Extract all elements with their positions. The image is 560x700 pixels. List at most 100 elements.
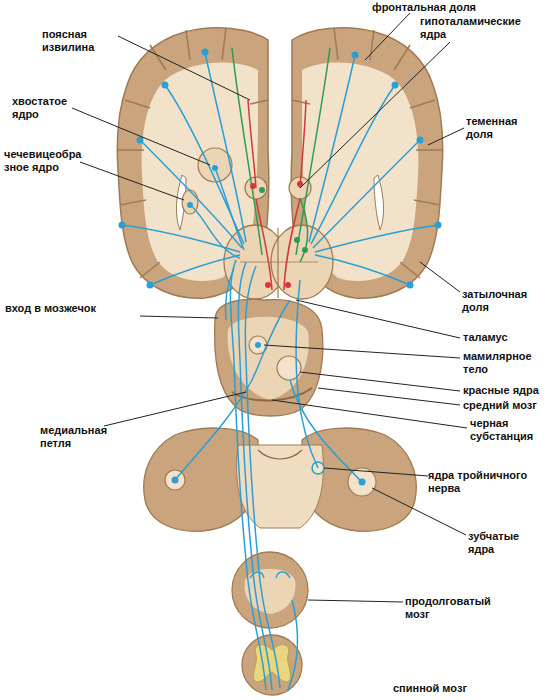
olive-nucleus: [250, 572, 290, 578]
tract-end-dot: [202, 49, 209, 56]
tract-endings: [119, 49, 442, 486]
tract-end-dot: [255, 342, 261, 348]
tract-line: [238, 262, 272, 690]
structure-label: спинной мозг: [393, 682, 513, 695]
leader-line: [118, 36, 250, 100]
sulcus: [250, 100, 268, 104]
structure-label: фронтальная доля: [372, 1, 522, 14]
structure-label: таламус: [463, 331, 553, 344]
tract-end-dot: [265, 282, 271, 288]
tract-line: [190, 205, 240, 258]
sulcus: [186, 30, 190, 60]
leader-lines: [72, 13, 467, 602]
tract-line: [315, 225, 438, 252]
structure-label: красные ядра: [463, 384, 558, 397]
leader-line: [300, 372, 460, 391]
tract-line: [248, 100, 256, 188]
sulcus: [222, 28, 226, 60]
structure-label: затылочная доля: [462, 288, 537, 314]
fourth-ventricle: [258, 450, 302, 459]
tract-end-dot: [407, 282, 414, 289]
tract-end-dot: [250, 183, 256, 189]
structure-label: черная субстанция: [470, 417, 550, 443]
green-dots: [259, 187, 308, 253]
tract-line: [232, 48, 262, 255]
tract-line: [215, 168, 244, 250]
tract-end-dot: [285, 282, 291, 288]
tract-end-dot: [172, 477, 179, 484]
sulcus: [150, 45, 166, 70]
leader-line: [272, 400, 467, 428]
tract-end-dot: [392, 82, 399, 89]
tract-line: [175, 300, 290, 480]
tract-end-dot: [359, 479, 366, 486]
red-tracts: [248, 100, 306, 290]
structure-label: поясная извилина: [42, 28, 122, 54]
tract-end-dot: [162, 82, 169, 89]
tract-end-dot: [352, 52, 359, 59]
leader-line: [296, 300, 460, 338]
tract-end-dot: [417, 137, 424, 144]
leader-line: [72, 108, 210, 165]
structure-label: медиальная петля: [40, 424, 115, 450]
spinal-grey-matter: [254, 645, 291, 682]
tract-line: [150, 255, 240, 285]
thalamus-divide: [240, 262, 318, 263]
leader-line: [80, 162, 184, 200]
sulcus: [118, 149, 144, 151]
leader-line: [318, 388, 460, 405]
leader-line: [365, 13, 410, 60]
leader-line: [104, 392, 246, 426]
structure-label: теменная доля: [466, 115, 531, 141]
medulla-shape: [232, 552, 308, 628]
tract-line: [315, 255, 410, 285]
tract-end-dot: [435, 222, 442, 229]
leader-line: [372, 488, 466, 535]
structure-label: продолговатый мозг: [405, 595, 505, 621]
structure-label: гипоталамические ядра: [420, 15, 538, 41]
sulcus: [120, 200, 146, 205]
tract-end-dot: [212, 165, 218, 171]
tract-line: [284, 199, 300, 290]
tract-line: [296, 48, 330, 255]
tract-line: [300, 198, 308, 262]
leader-line: [420, 262, 460, 292]
tract-line: [140, 140, 242, 248]
sulcus: [140, 262, 160, 278]
leader-line: [140, 316, 218, 318]
tract-line: [288, 600, 298, 690]
structure-label: хвостатое ядро: [12, 95, 82, 121]
tract-line: [313, 140, 420, 248]
tract-line: [205, 52, 246, 242]
tract-end-dot: [302, 247, 308, 253]
leader-line: [308, 600, 403, 602]
tract-line: [300, 100, 306, 188]
green-tracts: [232, 48, 330, 262]
sulcus: [125, 100, 150, 108]
tract-end-dot: [119, 222, 126, 229]
tract-line: [225, 268, 234, 320]
tract-line: [122, 225, 240, 252]
structure-label: чечевицеобра зное ядро: [4, 148, 94, 174]
tract-end-dot: [187, 202, 193, 208]
leader-line: [300, 42, 450, 188]
dentate-nucleus: [165, 470, 185, 490]
structure-label: зубчатые ядра: [468, 530, 533, 556]
leader-line: [324, 468, 428, 476]
tract-end-dot: [294, 237, 300, 243]
leader-line: [428, 128, 464, 145]
tract-line: [309, 55, 355, 242]
structure-label: ядра тройничного нерва: [428, 469, 546, 495]
tract-line: [165, 85, 244, 244]
structure-label: мамилярное тело: [463, 350, 543, 376]
thalamus-divide: [277, 228, 278, 298]
tract-line: [245, 266, 280, 688]
sulcus-lines: [118, 28, 268, 278]
structure-label: средний мозг: [463, 399, 558, 412]
red-dots: [250, 181, 303, 288]
tract-line: [256, 199, 272, 290]
leader-line: [264, 345, 460, 358]
tract-end-dot: [259, 187, 265, 193]
